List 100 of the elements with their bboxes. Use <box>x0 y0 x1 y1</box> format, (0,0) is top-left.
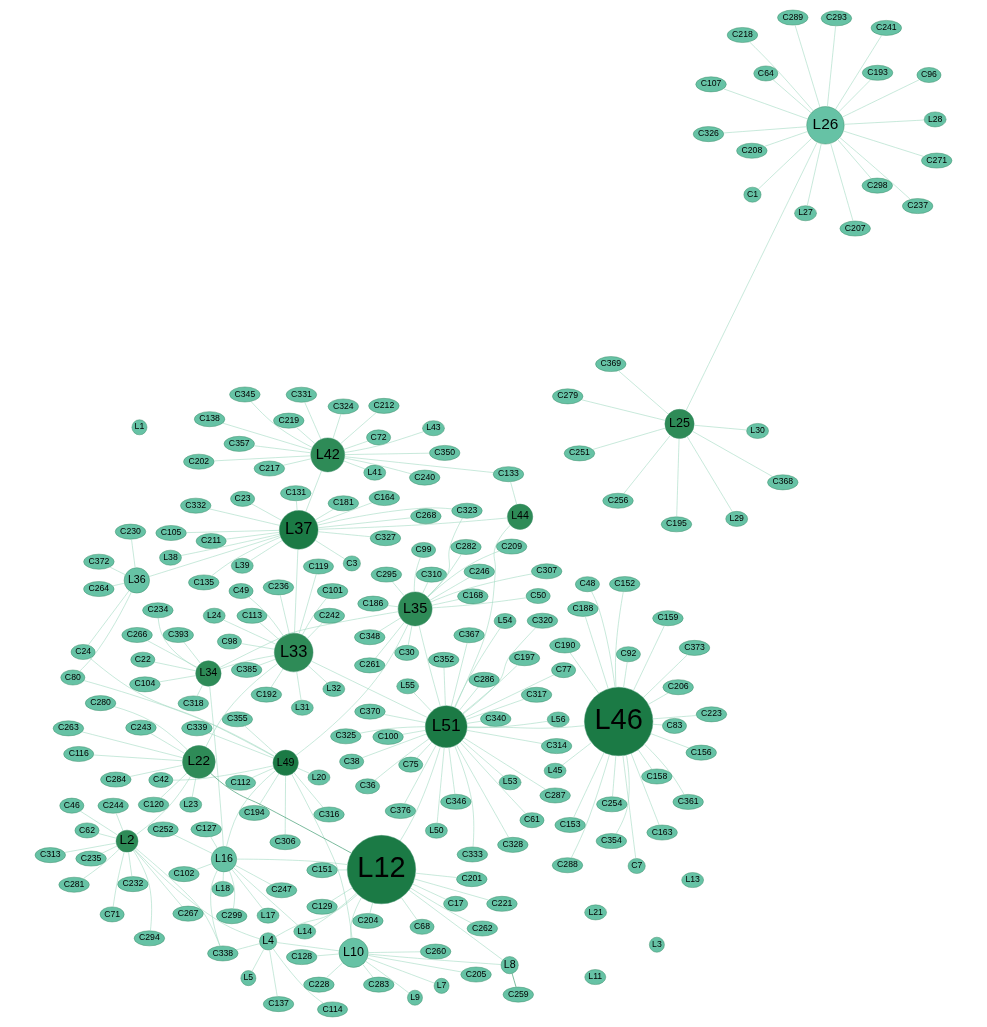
node-ellipse: C156 <box>685 744 717 761</box>
node-ellipse: C112 <box>225 775 256 791</box>
node-circle: L25 <box>664 409 695 439</box>
connector <box>344 452 430 455</box>
node-ellipse: C23 <box>230 491 255 507</box>
node-ellipse: L45 <box>543 763 567 779</box>
node-ellipse: C368 <box>767 474 799 491</box>
connector <box>842 79 920 118</box>
node-ellipse: C7 <box>627 858 646 874</box>
node-ellipse: C127 <box>190 821 222 838</box>
connector <box>374 738 430 781</box>
node-ellipse: C294 <box>133 930 165 947</box>
node-ellipse: C17 <box>443 896 468 912</box>
node-ellipse: C357 <box>223 436 255 452</box>
node-ellipse: C340 <box>480 711 512 727</box>
connector <box>240 643 275 650</box>
node-ellipse: C42 <box>148 772 174 788</box>
connector <box>723 126 807 134</box>
connector <box>650 733 690 749</box>
connector <box>415 872 457 878</box>
connector <box>456 744 509 838</box>
connector <box>414 878 489 901</box>
node-ellipse: C104 <box>129 676 161 693</box>
connector <box>305 470 322 512</box>
connector <box>431 599 459 606</box>
connector <box>296 427 316 444</box>
node-ellipse: C246 <box>463 563 495 580</box>
node-circle: L34 <box>195 660 222 687</box>
connector <box>225 532 280 540</box>
node-ellipse: C352 <box>428 652 460 668</box>
node-circle: L46 <box>584 687 654 756</box>
node-ellipse: C72 <box>366 429 391 446</box>
node-ellipse: L53 <box>498 774 522 791</box>
node-ellipse: C105 <box>155 525 187 541</box>
node-ellipse: C61 <box>519 812 545 828</box>
connector <box>251 767 275 779</box>
connector <box>222 871 224 882</box>
connector <box>830 143 854 222</box>
node-circle: L2 <box>115 829 139 853</box>
node-ellipse: C289 <box>777 9 809 26</box>
connector <box>350 897 362 939</box>
node-ellipse: C114 <box>317 1001 348 1018</box>
node-ellipse: C350 <box>429 445 461 461</box>
node-ellipse: C323 <box>451 502 483 519</box>
node-ellipse: C3 <box>343 555 361 572</box>
connector <box>652 723 663 726</box>
node-ellipse: C100 <box>372 729 404 745</box>
node-ellipse: C310 <box>415 566 447 583</box>
node-ellipse: C92 <box>616 646 641 662</box>
node-ellipse: C332 <box>180 497 212 514</box>
connector <box>369 902 373 914</box>
connector <box>89 657 275 757</box>
node-ellipse: L56 <box>547 711 570 728</box>
connector <box>316 953 340 957</box>
node-ellipse: L50 <box>425 822 448 839</box>
connector <box>637 749 653 770</box>
node-ellipse: L24 <box>203 607 226 624</box>
node-ellipse: L14 <box>293 923 316 940</box>
node-ellipse: C271 <box>921 152 953 169</box>
connector <box>87 590 130 646</box>
connector <box>294 549 299 634</box>
node-ellipse: C194 <box>238 805 270 821</box>
connector <box>83 848 120 879</box>
node-ellipse: C267 <box>172 905 204 922</box>
connector <box>839 137 911 200</box>
connector <box>196 684 203 697</box>
node-ellipse: C204 <box>352 913 384 929</box>
node-ellipse: C326 <box>692 126 724 142</box>
connector <box>772 79 812 114</box>
node-ellipse: C346 <box>440 794 472 810</box>
connector <box>317 531 371 537</box>
node-circle: L49 <box>272 749 299 776</box>
node-ellipse: C333 <box>456 846 488 863</box>
connector <box>573 752 605 818</box>
node-ellipse: C209 <box>496 538 528 555</box>
node-ellipse: C168 <box>457 588 489 605</box>
connector <box>375 622 405 659</box>
node-ellipse: C376 <box>384 803 416 819</box>
node-circle: L9 <box>407 989 423 1006</box>
node-ellipse: C186 <box>357 595 389 612</box>
node-ellipse: C129 <box>306 899 338 915</box>
node-ellipse: C188 <box>567 601 599 617</box>
connector <box>208 732 275 759</box>
node-ellipse: C288 <box>551 857 583 873</box>
connector <box>229 870 235 909</box>
connector <box>251 948 265 972</box>
node-ellipse: C372 <box>83 553 115 570</box>
node-ellipse: C113 <box>236 608 268 624</box>
node-ellipse: L55 <box>396 678 419 695</box>
node-ellipse: C24 <box>70 644 96 660</box>
connector <box>340 412 377 444</box>
connector <box>236 858 348 865</box>
connector <box>592 427 666 450</box>
node-ellipse: C190 <box>549 637 581 654</box>
connector <box>312 892 357 927</box>
node-circle: L5 <box>240 970 257 986</box>
node-ellipse: C328 <box>497 837 529 853</box>
node-ellipse: C221 <box>486 896 518 912</box>
connector <box>450 642 468 707</box>
node-ellipse: C282 <box>450 539 482 555</box>
